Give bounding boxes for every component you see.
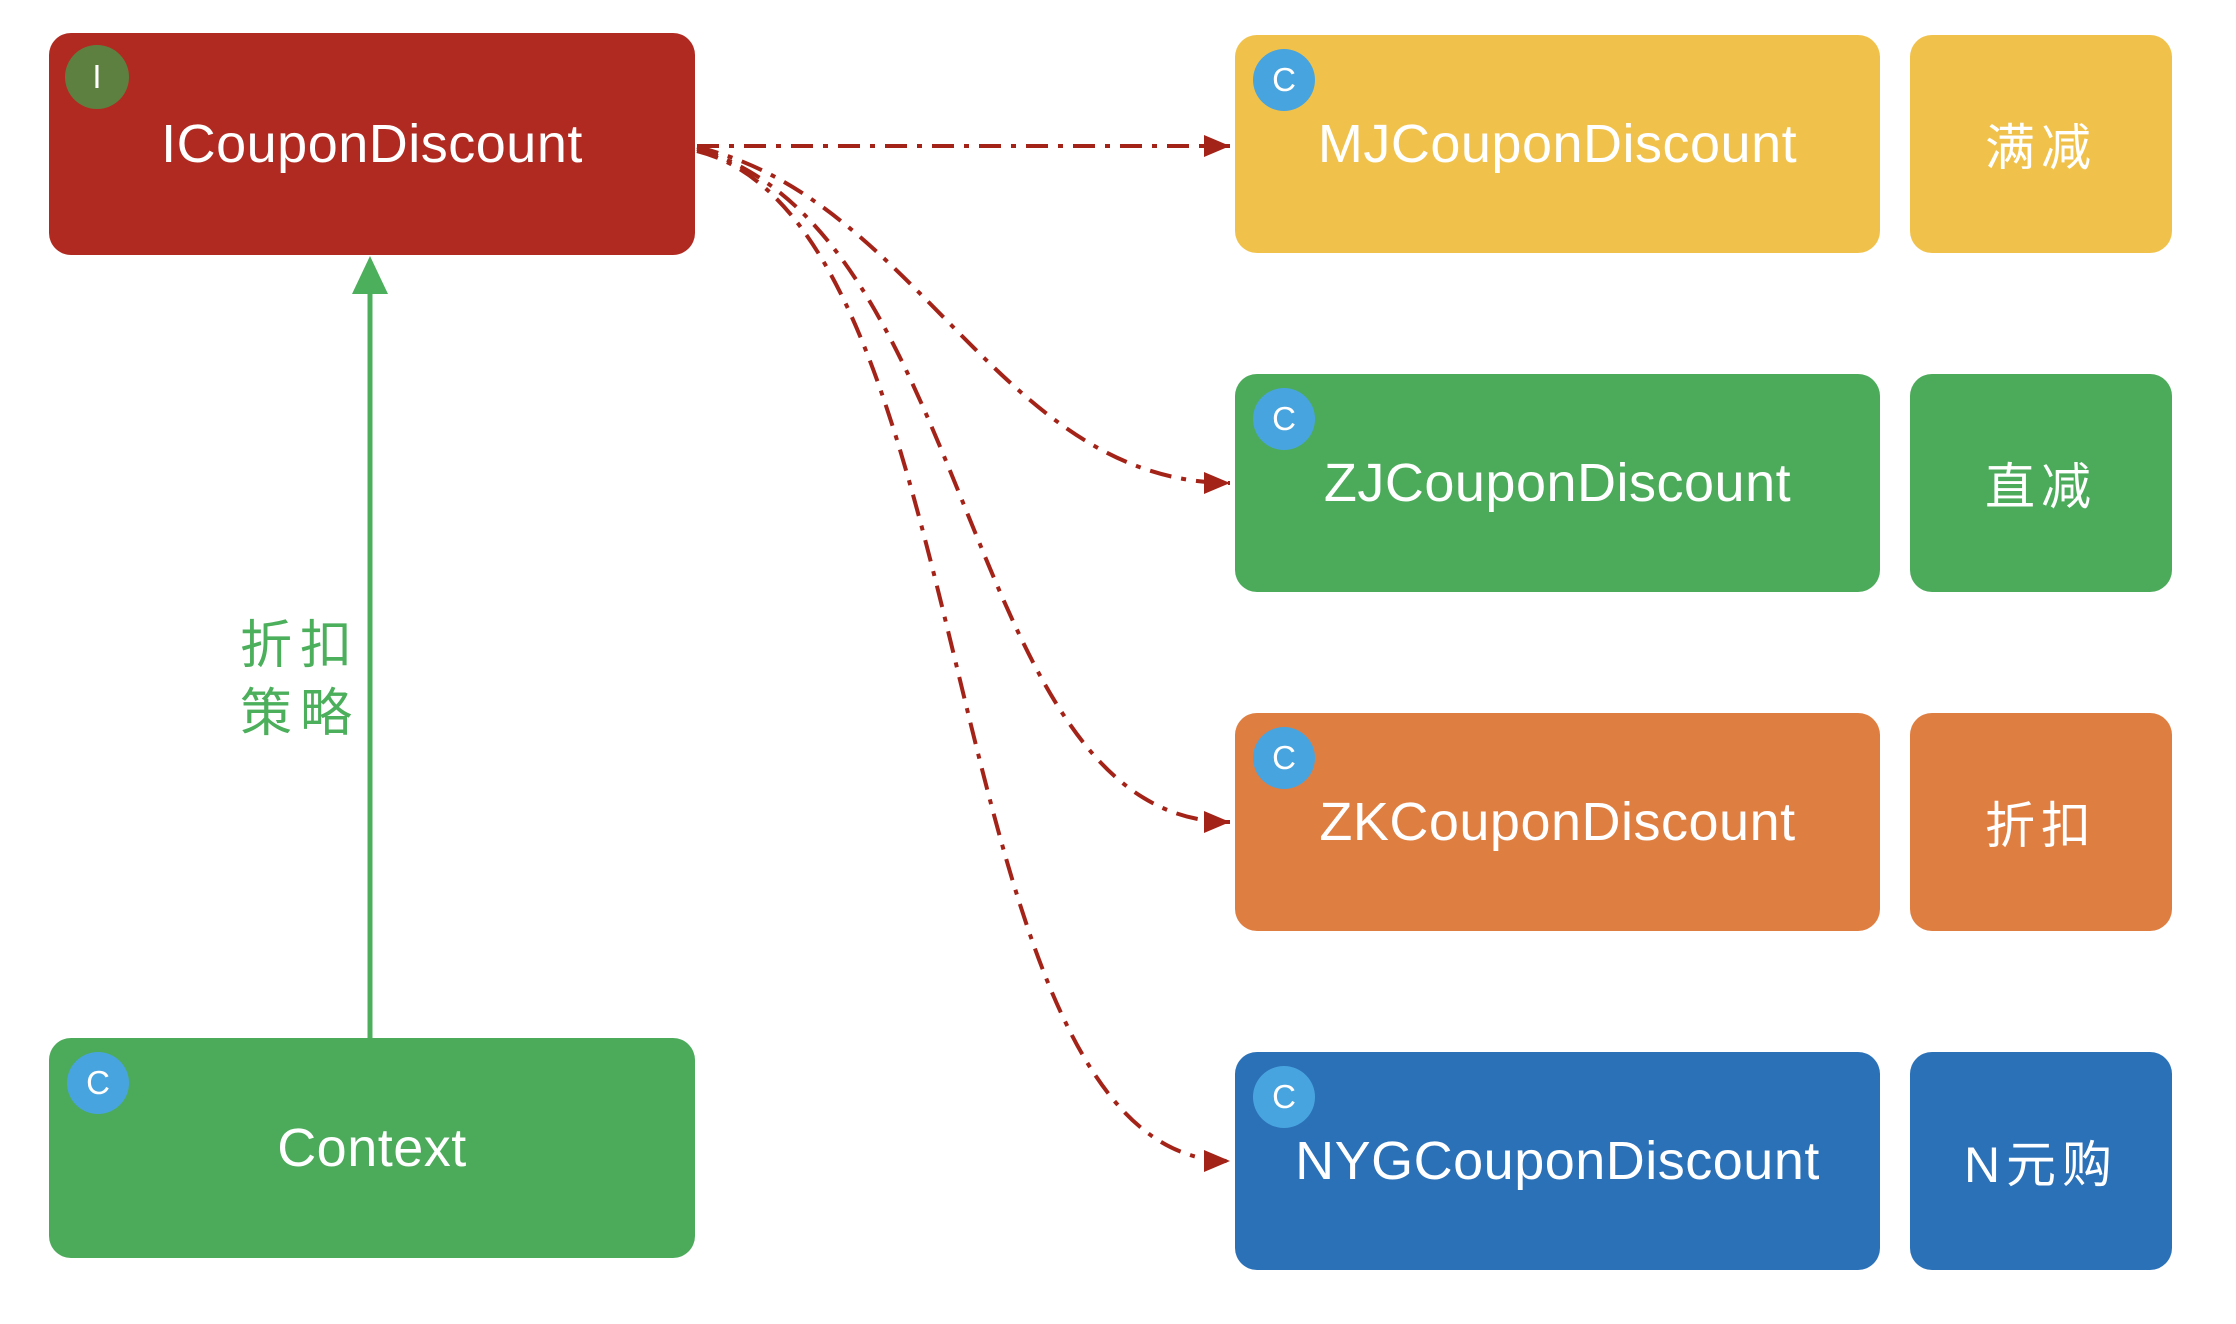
strategy-arrow-label: 折扣 策略 xyxy=(225,612,375,748)
edge-interface-to-zj xyxy=(696,145,1231,494)
strategy-label-line1: 折扣 xyxy=(239,617,360,675)
edge-interface-to-zk xyxy=(696,147,1231,833)
node-zkcoupondiscount: C ZKCouponDiscount xyxy=(1235,713,1880,931)
class-badge-icon: C xyxy=(1253,49,1315,111)
node-label: ZJCouponDiscount xyxy=(1323,453,1792,513)
class-badge-icon: C xyxy=(1253,727,1315,789)
tag-label: N元购 xyxy=(1963,1137,2119,1193)
node-label: ICouponDiscount xyxy=(161,114,583,174)
node-label: Context xyxy=(277,1118,467,1178)
node-icoupondiscount: I ICouponDiscount xyxy=(49,33,695,255)
interface-badge-icon: I xyxy=(65,45,129,109)
node-nygcoupondiscount: C NYGCouponDiscount xyxy=(1235,1052,1880,1270)
edge-interface-to-nyg xyxy=(696,149,1231,1172)
tag-nyuangou: N元购 xyxy=(1910,1052,2172,1270)
tag-manjian: 满减 xyxy=(1910,35,2172,253)
tag-zhekou: 折扣 xyxy=(1910,713,2172,931)
strategy-label-line2: 策略 xyxy=(239,685,360,743)
node-mjcoupondiscount: C MJCouponDiscount xyxy=(1235,35,1880,253)
tag-zhijian: 直减 xyxy=(1910,374,2172,592)
node-zjcoupondiscount: C ZJCouponDiscount xyxy=(1235,374,1880,592)
node-context: C Context xyxy=(49,1038,695,1258)
node-label: ZKCouponDiscount xyxy=(1319,792,1796,852)
green-arrowhead-icon xyxy=(352,256,388,294)
node-label: NYGCouponDiscount xyxy=(1295,1131,1820,1191)
node-label: MJCouponDiscount xyxy=(1317,114,1798,174)
class-badge-icon: C xyxy=(1253,1066,1315,1128)
class-badge-icon: C xyxy=(1253,388,1315,450)
tag-label: 满减 xyxy=(1985,120,2097,176)
tag-label: 直减 xyxy=(1985,459,2097,515)
class-badge-icon: C xyxy=(67,1052,129,1114)
tag-label: 折扣 xyxy=(1985,798,2097,854)
